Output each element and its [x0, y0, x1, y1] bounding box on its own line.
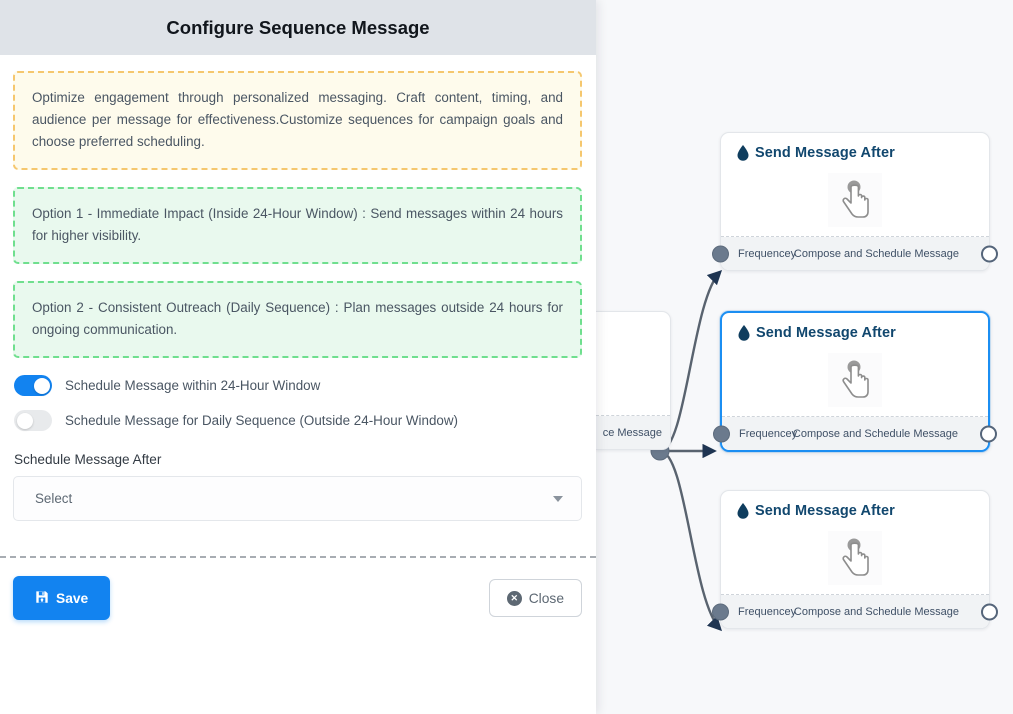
- node-body: Send Message After: [721, 133, 989, 237]
- schedule-message-after-label: Schedule Message After: [14, 452, 162, 467]
- toggle-label-daily-sequence: Schedule Message for Daily Sequence (Out…: [65, 413, 458, 428]
- node-compose-label: Compose and Schedule Message: [793, 247, 959, 260]
- node-title-text: Send Message After: [755, 145, 895, 161]
- toggle-row-within-24h[interactable]: Schedule Message within 24-Hour Window: [13, 375, 582, 396]
- flow-node-partial[interactable]: ce Message: [596, 311, 671, 450]
- node-source-handle[interactable]: [980, 425, 997, 442]
- node-footer-label-clipped: ce Message: [602, 426, 662, 439]
- water-drop-icon: [737, 503, 749, 519]
- toggle-label-within-24h: Schedule Message within 24-Hour Window: [65, 378, 321, 393]
- node-frequency-label: Frequencey: [738, 605, 797, 618]
- flow-node-2[interactable]: Send Message After Frequencey Compose an…: [713, 311, 997, 452]
- node-footer: Frequencey Compose and Schedule Message: [712, 595, 998, 628]
- info-box-option-1: Option 1 - Immediate Impact (Inside 24-H…: [13, 187, 582, 264]
- node-source-handle[interactable]: [981, 603, 998, 620]
- select-value: Select: [35, 491, 73, 506]
- schedule-message-after-select[interactable]: Select: [13, 476, 582, 521]
- save-button-label: Save: [56, 590, 89, 606]
- chevron-down-icon: [553, 495, 563, 502]
- info-box-option-2: Option 2 - Consistent Outreach (Daily Se…: [13, 281, 582, 358]
- save-button[interactable]: Save: [13, 576, 111, 620]
- flow-node-3[interactable]: Send Message After Frequencey Compose an…: [712, 490, 998, 629]
- node-footer: Frequencey Compose and Schedule Message: [712, 237, 998, 270]
- node-body: Send Message After: [721, 491, 989, 595]
- close-button-label: Close: [528, 590, 564, 606]
- water-drop-icon: [737, 145, 749, 161]
- toggle-schedule-within-24h[interactable]: [14, 375, 52, 396]
- pointing-hand-cursor-icon: [828, 353, 882, 407]
- toggle-knob: [16, 412, 33, 429]
- node-target-handle[interactable]: [713, 425, 730, 442]
- modal-body: Optimize engagement through personalized…: [0, 55, 596, 521]
- toggle-knob: [33, 377, 50, 394]
- info-box-overview: Optimize engagement through personalized…: [13, 71, 582, 170]
- node-frequency-label: Frequencey: [739, 427, 798, 440]
- x-circle-icon: ✕: [506, 590, 522, 606]
- modal-footer: Save ✕ Close: [0, 568, 596, 628]
- footer-divider: [0, 556, 596, 558]
- configure-sequence-modal: Configure Sequence Message Optimize enga…: [0, 0, 596, 628]
- node-footer: Frequencey Compose and Schedule Message: [713, 417, 997, 450]
- modal-header: Configure Sequence Message: [0, 0, 596, 55]
- flow-node-1[interactable]: Send Message After Frequencey Compose an…: [712, 132, 998, 271]
- node-target-handle[interactable]: [712, 603, 729, 620]
- node-title-row: Send Message After: [721, 491, 989, 519]
- floppy-disk-icon: [35, 590, 49, 607]
- flow-canvas[interactable]: ce Message Send Message After: [596, 0, 1013, 714]
- node-compose-label: Compose and Schedule Message: [792, 427, 958, 440]
- node-title-row: Send Message After: [722, 313, 988, 341]
- toggle-schedule-daily-sequence[interactable]: [14, 410, 52, 431]
- node-footer: ce Message: [596, 416, 670, 449]
- node-target-handle[interactable]: [712, 245, 729, 262]
- node-title-row: Send Message After: [721, 133, 989, 161]
- node-body: [596, 312, 670, 416]
- toggle-row-daily-sequence[interactable]: Schedule Message for Daily Sequence (Out…: [13, 410, 582, 431]
- node-title-text: Send Message After: [756, 325, 896, 341]
- page-title: Configure Sequence Message: [166, 16, 430, 38]
- water-drop-icon: [738, 325, 750, 341]
- node-frequency-label: Frequencey: [738, 247, 797, 260]
- node-compose-label: Compose and Schedule Message: [793, 605, 959, 618]
- pointing-hand-cursor-icon: [828, 173, 882, 227]
- node-body: Send Message After: [722, 313, 988, 417]
- node-source-handle[interactable]: [981, 245, 998, 262]
- close-button[interactable]: ✕ Close: [488, 579, 582, 617]
- pointing-hand-cursor-icon: [828, 531, 882, 585]
- node-title-text: Send Message After: [755, 503, 895, 519]
